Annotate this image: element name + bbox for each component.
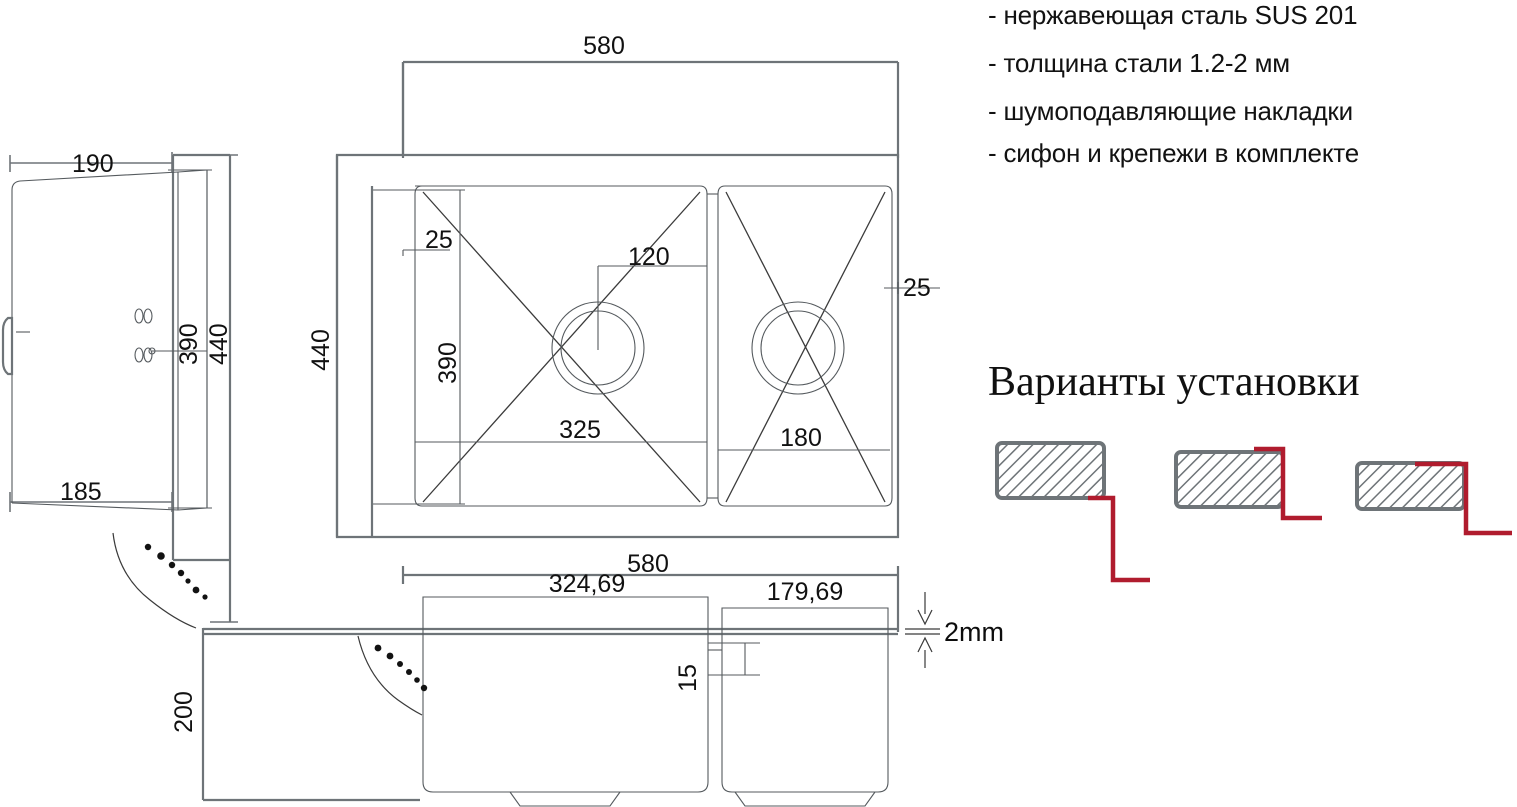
- feature-item: - сифон и крепежи в комплекте: [988, 138, 1359, 168]
- dim-label-440-top: 440: [307, 329, 335, 371]
- water-dot: [386, 652, 394, 660]
- dim-label-25-left: 25: [425, 226, 453, 254]
- thickness-2mm-annotation: 2mm: [905, 592, 1004, 668]
- front-dim-label-580: 580: [627, 550, 669, 578]
- dim-label-120: 120: [628, 243, 670, 271]
- water-dot: [185, 578, 191, 584]
- side-body-top: [11, 169, 208, 191]
- variant-2-sink-profile: [1254, 446, 1322, 521]
- side-water-curve: [112, 532, 197, 629]
- front-dim-label-324: 324,69: [549, 570, 625, 598]
- top-view-group: 580 440: [307, 32, 940, 539]
- water-dot: [168, 561, 176, 569]
- front-right-bowl: [721, 607, 889, 793]
- arrow-up: [917, 636, 933, 668]
- install-variant-2[interactable]: [1174, 446, 1322, 521]
- right-drain: [751, 301, 845, 395]
- dim-label-390: 390: [175, 323, 203, 365]
- water-dot: [414, 677, 420, 683]
- dim-label-580-top: 580: [583, 32, 625, 60]
- variant-3-sink-profile: [1415, 461, 1512, 536]
- water-dot: [192, 586, 200, 594]
- front-left-bowl: [422, 596, 709, 793]
- side-overflow-notch: [1, 316, 14, 376]
- install-variant-3[interactable]: [1355, 461, 1512, 536]
- sink-rim-outline: [335, 153, 900, 539]
- side-drain-symbol: [134, 308, 207, 363]
- front-dim-label-15: 15: [674, 664, 702, 692]
- dim-label-185: 185: [60, 478, 102, 506]
- variant-1-slab: [995, 441, 1106, 500]
- feature-item: - шумоподавляющие накладки: [988, 96, 1353, 126]
- dim-label-440: 440: [205, 323, 233, 365]
- dim-label-25-right: 25: [903, 274, 931, 302]
- dim-label-390-bowl: 390: [434, 342, 462, 384]
- dim-label-190: 190: [72, 150, 114, 178]
- water-dot: [420, 684, 428, 692]
- water-dot: [202, 594, 208, 600]
- front-dim-label-200: 200: [170, 691, 198, 733]
- front-right-bowl-foot: [734, 791, 876, 807]
- front-left-bowl-foot: [509, 791, 621, 807]
- water-dot: [406, 669, 412, 675]
- variant-1-sink-profile: [1088, 495, 1150, 583]
- right-bowl-outline: [717, 185, 893, 507]
- dim-label-325: 325: [559, 416, 601, 444]
- dim-label-2mm: 2mm: [944, 617, 1004, 647]
- water-dot: [177, 569, 185, 577]
- install-variant-1[interactable]: [995, 441, 1150, 583]
- front-view-group: 580 324,69 179,69 200: [170, 550, 1004, 807]
- water-dot: [144, 543, 152, 551]
- variant-3-slab: [1355, 461, 1466, 511]
- front-dim-label-179: 179,69: [767, 578, 843, 606]
- dim-label-180: 180: [780, 424, 822, 452]
- front-water-curve: [357, 635, 423, 716]
- side-view-group: 190 185 390 440: [1, 150, 238, 629]
- water-dot: [374, 644, 382, 652]
- variant-2-slab: [1174, 450, 1285, 509]
- arrow-down: [917, 592, 933, 626]
- install-variants-group: [995, 441, 1512, 583]
- water-dot: [397, 661, 403, 667]
- feature-item: - толщина стали 1.2-2 мм: [988, 48, 1290, 78]
- water-dot: [157, 552, 165, 560]
- feature-item: - нержавеющая сталь SUS 201: [988, 0, 1358, 30]
- variants-title: Варианты установки: [988, 359, 1360, 405]
